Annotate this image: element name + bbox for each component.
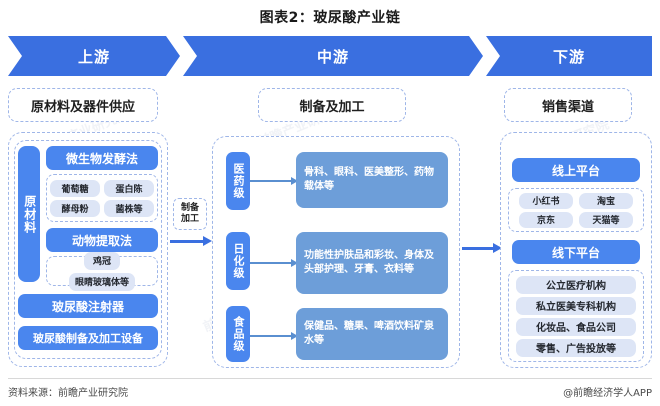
arrow-shaft bbox=[462, 246, 493, 250]
grade-medical-text: 医药级 bbox=[232, 163, 245, 199]
arrow-shaft bbox=[250, 180, 291, 182]
grade-daily-chemical-text: 日化级 bbox=[232, 243, 245, 279]
raw-material-vertical-label: 原材料 bbox=[18, 146, 40, 282]
animal-extraction-item: 鸡冠 bbox=[84, 251, 120, 270]
device-equipment-bar[interactable]: 玻尿酸制备及加工设备 bbox=[18, 326, 158, 350]
grade-food[interactable]: 食品级 bbox=[226, 306, 250, 362]
arrow-shaft bbox=[250, 262, 291, 264]
arrow-grade-medical bbox=[250, 177, 298, 185]
arrow-upstream-to-midstream bbox=[170, 236, 212, 246]
offline-platform-bar[interactable]: 线下平台 bbox=[512, 240, 640, 264]
arrow-shaft bbox=[250, 335, 291, 337]
stage-midstream[interactable]: 中游 bbox=[183, 36, 483, 76]
offline-platform-item: 公立医疗机构 bbox=[516, 275, 636, 294]
section-header-midstream: 制备及加工 bbox=[258, 88, 406, 122]
fermentation-method-bar[interactable]: 微生物发酵法 bbox=[46, 146, 158, 170]
stage-downstream[interactable]: 下游 bbox=[486, 36, 652, 76]
footer-credit: @前瞻经济学人APP bbox=[563, 388, 652, 399]
offline-platform-item: 私立医美专科机构 bbox=[516, 296, 636, 315]
online-platform-item: 小红书 bbox=[519, 192, 573, 209]
arrow-head-icon bbox=[203, 236, 212, 246]
arrow-grade-daily-chemical bbox=[250, 259, 298, 267]
page-title: 图表2：玻尿酸产业链 bbox=[259, 10, 401, 26]
fermentation-item: 菌株等 bbox=[104, 199, 154, 217]
fermentation-items-tray: 葡萄糖 蛋白陈 酵母粉 菌株等 bbox=[46, 174, 158, 222]
arrow-shaft bbox=[170, 239, 203, 243]
fermentation-item: 葡萄糖 bbox=[50, 179, 100, 197]
arrow-head-icon bbox=[291, 259, 298, 267]
arrow-head-icon bbox=[291, 332, 298, 340]
footer-source: 资料来源：前瞻产业研究院 bbox=[8, 388, 128, 399]
stage-upstream[interactable]: 上游 bbox=[8, 36, 180, 76]
arrow-head-icon bbox=[291, 177, 298, 185]
animal-extraction-item: 眼睛玻璃体等 bbox=[69, 272, 135, 291]
footer-divider bbox=[8, 378, 652, 379]
device-syringe-bar[interactable]: 玻尿酸注射器 bbox=[18, 294, 158, 318]
connector-label-line2: 加工 bbox=[180, 214, 199, 224]
stage-banner: 上游 中游 下游 bbox=[8, 36, 652, 76]
raw-material-vertical-label-text: 原材料 bbox=[22, 194, 37, 234]
arrow-midstream-to-downstream bbox=[462, 243, 502, 253]
fermentation-item: 酵母粉 bbox=[50, 199, 100, 217]
grade-daily-chemical[interactable]: 日化级 bbox=[226, 232, 250, 290]
footer: 资料来源：前瞻产业研究院 @前瞻经济学人APP bbox=[8, 384, 652, 399]
applications-daily-chemical: 功能性护肤品和彩妆、身体及头部护理、牙膏、衣料等 bbox=[296, 232, 448, 294]
section-header-upstream: 原材料及器件供应 bbox=[8, 88, 158, 122]
animal-extraction-items-tray: 鸡冠 眼睛玻璃体等 bbox=[46, 251, 158, 291]
online-platform-item: 京东 bbox=[519, 211, 573, 228]
offline-platform-item: 零售、广告投放等 bbox=[516, 338, 636, 357]
connector-label-preparation: 制备 加工 bbox=[173, 198, 207, 230]
arrow-head-icon bbox=[493, 243, 502, 253]
online-platform-item: 淘宝 bbox=[579, 192, 633, 209]
animal-extraction-bar[interactable]: 动物提取法 bbox=[46, 228, 158, 252]
grade-medical[interactable]: 医药级 bbox=[226, 152, 250, 210]
fermentation-item: 蛋白陈 bbox=[104, 179, 154, 197]
connector-label-line1: 制备 bbox=[180, 202, 199, 213]
grade-food-text: 食品级 bbox=[232, 316, 245, 352]
applications-food: 保健品、糖果、啤酒饮料矿泉水等 bbox=[296, 308, 448, 360]
offline-platform-item: 化妆品、食品公司 bbox=[516, 317, 636, 336]
online-platform-items-tray: 小红书 淘宝 京东 天猫等 bbox=[508, 188, 644, 232]
arrow-grade-food bbox=[250, 332, 298, 340]
section-header-downstream: 销售渠道 bbox=[504, 88, 632, 122]
applications-medical: 骨科、眼科、医美整形、药物载体等 bbox=[296, 152, 448, 208]
online-platform-bar[interactable]: 线上平台 bbox=[512, 158, 640, 182]
offline-platform-items-tray: 公立医疗机构 私立医美专科机构 化妆品、食品公司 零售、广告投放等 bbox=[508, 270, 644, 362]
online-platform-item: 天猫等 bbox=[579, 211, 633, 228]
